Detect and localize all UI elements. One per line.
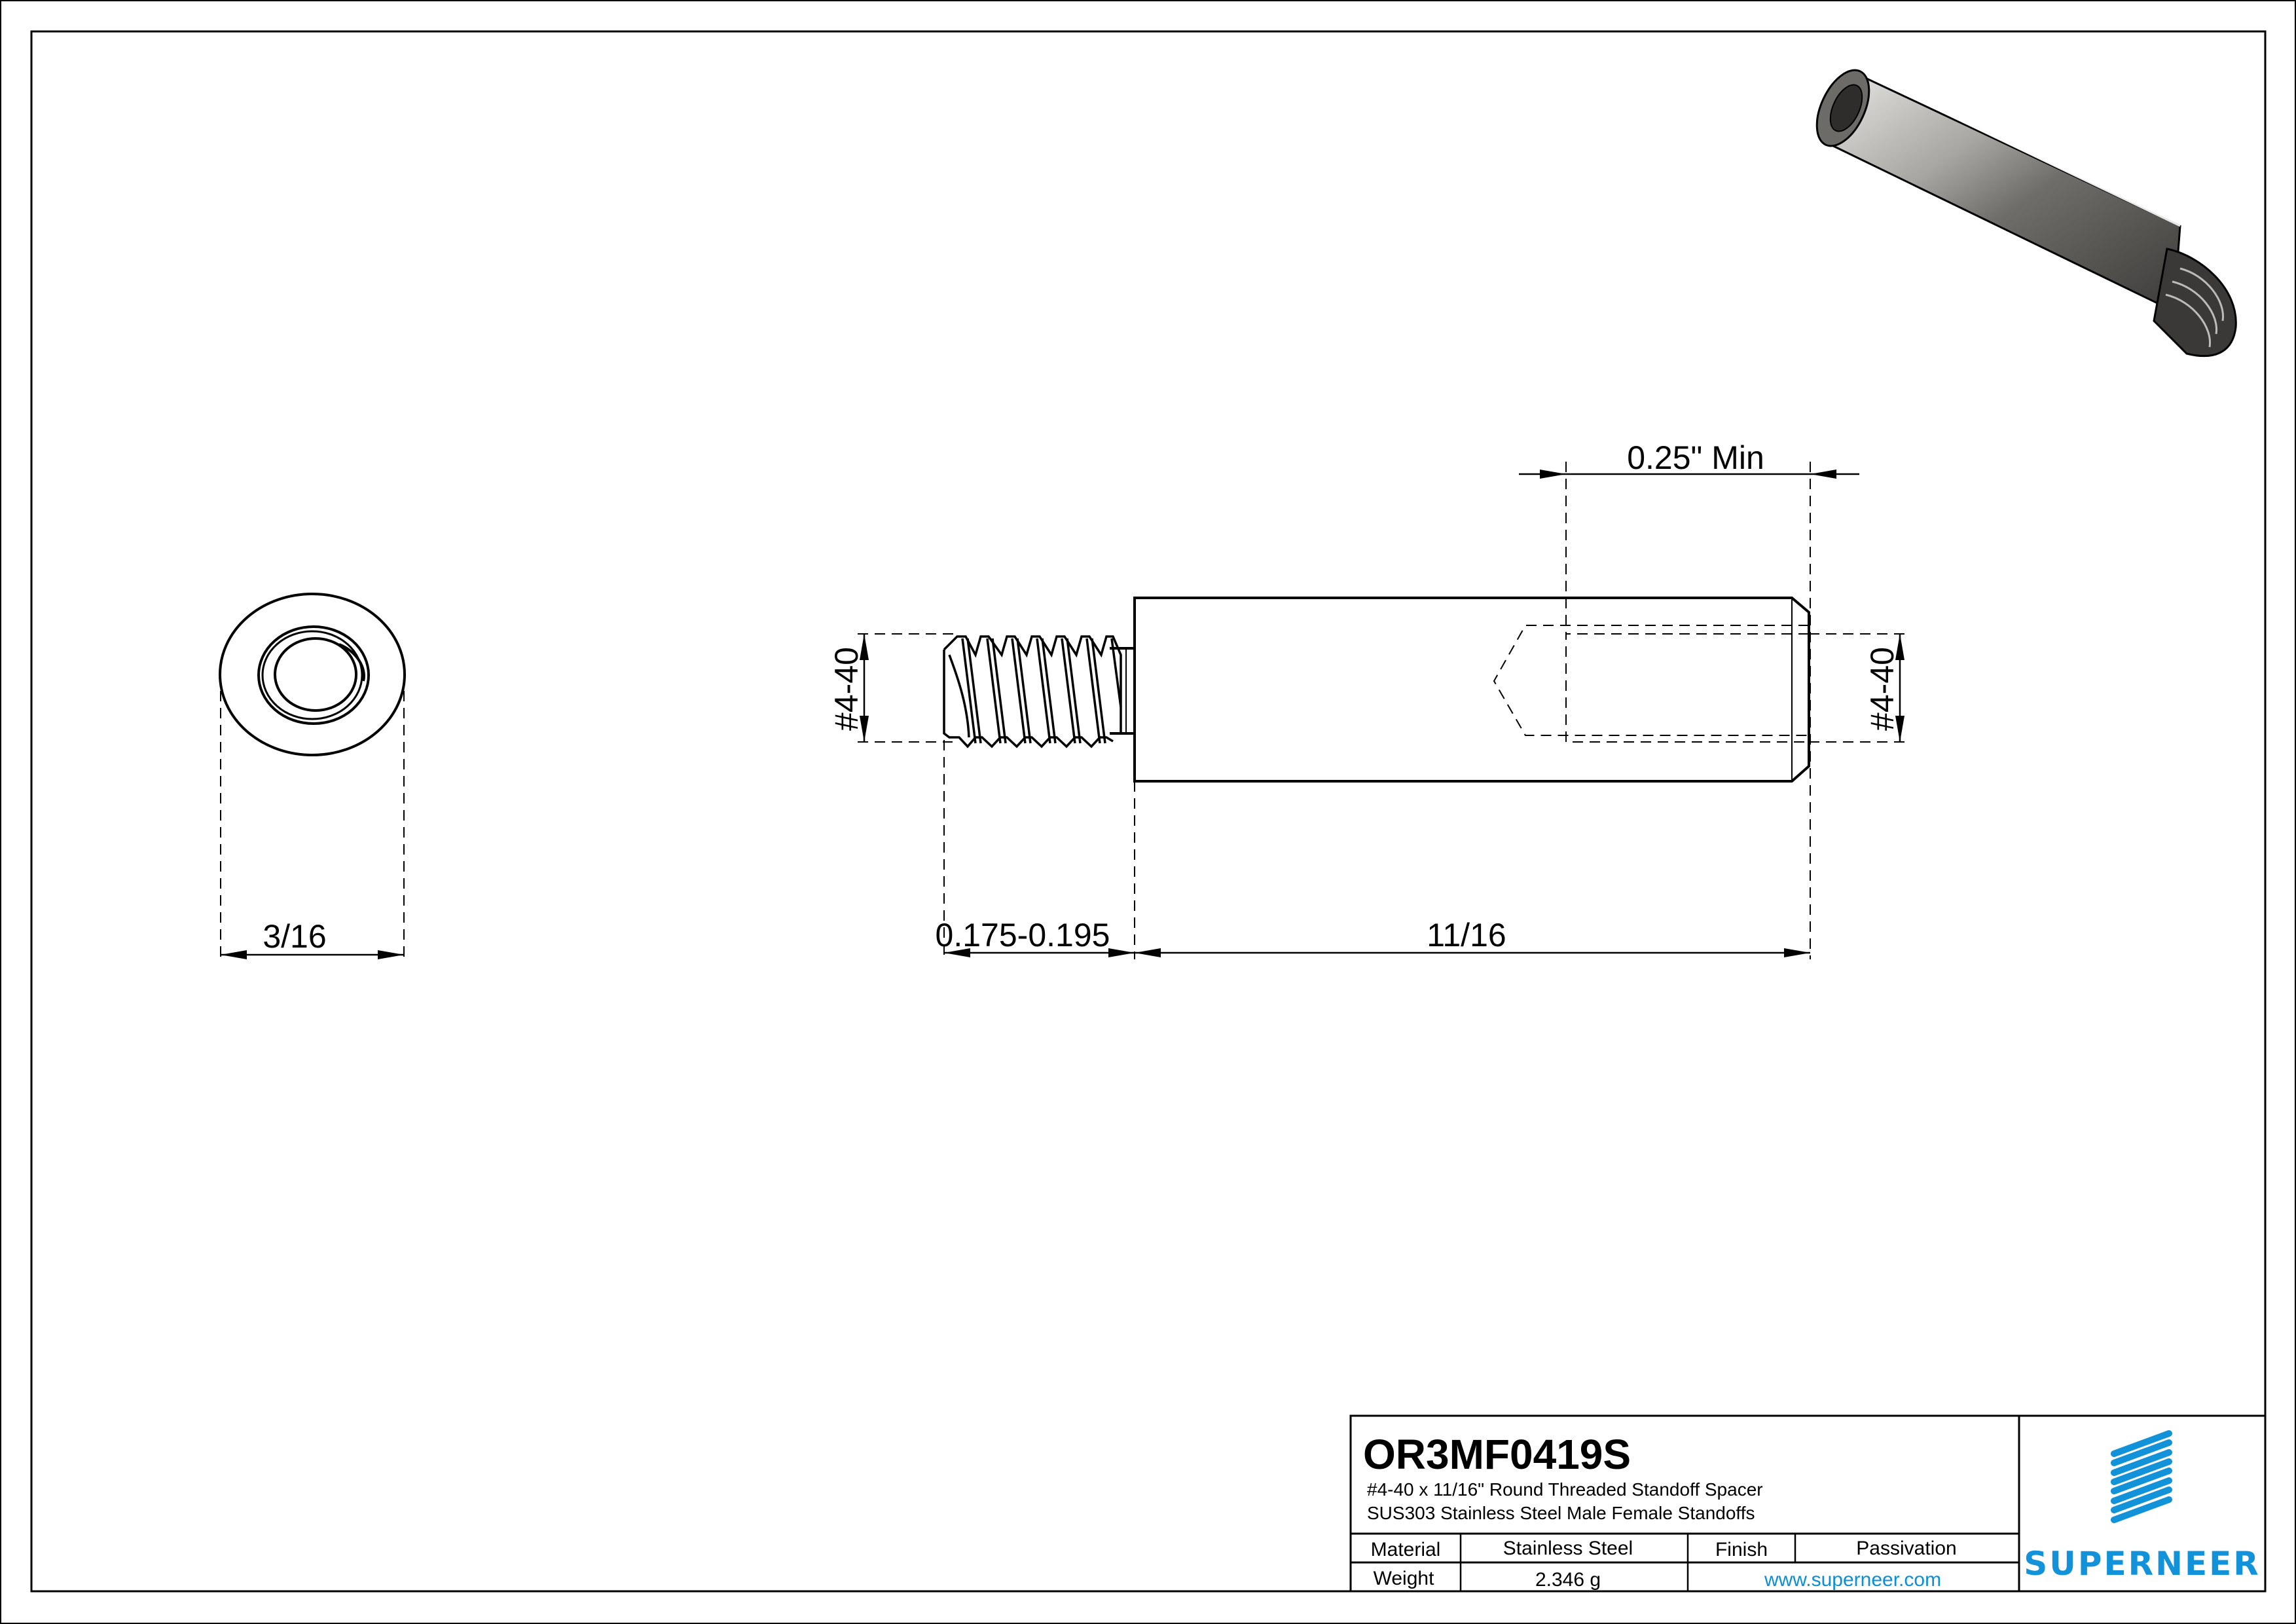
drawing-frame: [30, 30, 2267, 1593]
end-view: [219, 593, 406, 959]
side-view: [858, 462, 1908, 959]
male-thread-length-label: 0.175-0.195: [936, 917, 1110, 953]
brand-name: SUPERNEER: [2024, 1545, 2261, 1583]
material-value: Stainless Steel: [1503, 1538, 1633, 1559]
female-thread-size-label: #4-40: [1864, 647, 1901, 731]
finish-label: Finish: [1715, 1539, 1768, 1560]
body-length-label: 11/16: [1427, 917, 1506, 953]
male-thread: [943, 635, 1122, 748]
weight-label: Weight: [1374, 1568, 1434, 1589]
female-thread-hidden: [1493, 625, 1809, 743]
description-line-1: #4-40 x 11/16" Round Threaded Standoff S…: [1367, 1479, 1763, 1500]
part-number: OR3MF0419S: [1363, 1431, 1631, 1478]
title-block: [1349, 1414, 2267, 1593]
weight-value: 2.346 g: [1535, 1569, 1601, 1591]
female-thread-depth-label: 0.25" Min: [1627, 439, 1764, 476]
material-label: Material: [1371, 1539, 1441, 1560]
striped-parallelogram-logo-icon: [2111, 1430, 2172, 1523]
website-link[interactable]: www.superneer.com: [1764, 1569, 1941, 1591]
description-line-2: SUS303 Stainless Steel Male Female Stand…: [1367, 1503, 1755, 1523]
male-thread-size-label: #4-40: [828, 647, 865, 731]
diameter-dimension-label: 3/16: [263, 918, 326, 955]
finish-value: Passivation: [1856, 1538, 1956, 1559]
standoff-3d-render-icon: [1815, 69, 2237, 358]
